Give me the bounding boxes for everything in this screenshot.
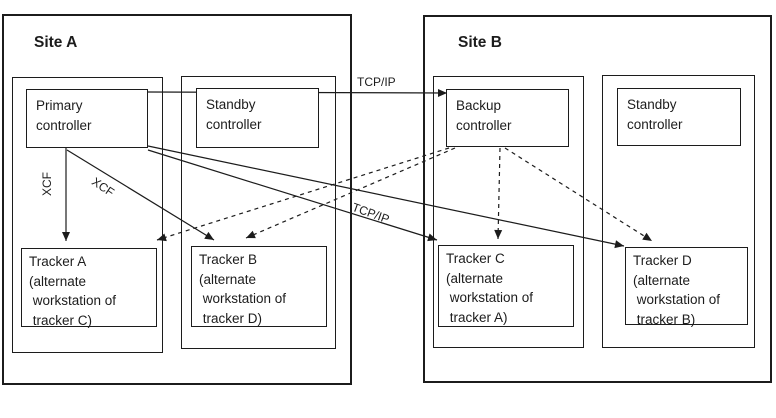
site-b-standby-controller-label: Standby [627, 97, 677, 112]
primary-controller-label: Primary [36, 98, 83, 113]
backup-controller-box: Backup controller [446, 89, 569, 147]
site-b-title: Site B [458, 34, 502, 51]
tracker-a-box: Tracker A (alternate workstation of trac… [21, 248, 157, 328]
link-backup-to-tracker-d [504, 147, 653, 242]
site-b-backup-column-box [433, 76, 584, 348]
tracker-a-label: Tracker A [29, 254, 87, 269]
site-b-standby-column-box [602, 75, 755, 348]
site-b-box [423, 15, 772, 383]
site-a-standby-controller-label: Standby [206, 97, 256, 112]
xcf-vertical-label: XCF [40, 172, 54, 196]
site-a-title: Site A [34, 34, 78, 51]
tracker-b-label: Tracker B [199, 252, 258, 267]
tracker-c-box: Tracker C (alternate workstation of trac… [438, 245, 574, 327]
tracker-d-box: Tracker D (alternate workstation of trac… [625, 247, 748, 327]
tracker-c-label: Tracker C [446, 251, 505, 266]
tracker-b-box: Tracker B (alternate workstation of trac… [191, 246, 327, 327]
link-backup-to-tracker-a [156, 147, 450, 242]
link-xcf-primary-to-tracker-b [66, 149, 215, 241]
tracker-d-label: Tracker D [633, 253, 692, 268]
link-backup-to-tracker-b [245, 147, 456, 239]
site-b-standby-controller-box: Standby controller [617, 88, 741, 146]
primary-controller-box: Primary controller [26, 89, 148, 148]
link-tcpip-primary-to-tracker-d [147, 145, 625, 249]
backup-controller-label: Backup [456, 98, 502, 113]
site-a-standby-column-box [181, 76, 336, 349]
site-a-box [2, 14, 352, 385]
link-tcpip-primary-to-tracker-c [147, 149, 438, 242]
site-a-standby-controller-box: Standby controller [196, 88, 319, 148]
link-backup-to-tracker-c [494, 147, 503, 240]
site-a-primary-column-box [12, 77, 163, 353]
tcpip-horizontal-label: TCP/IP [357, 75, 396, 89]
